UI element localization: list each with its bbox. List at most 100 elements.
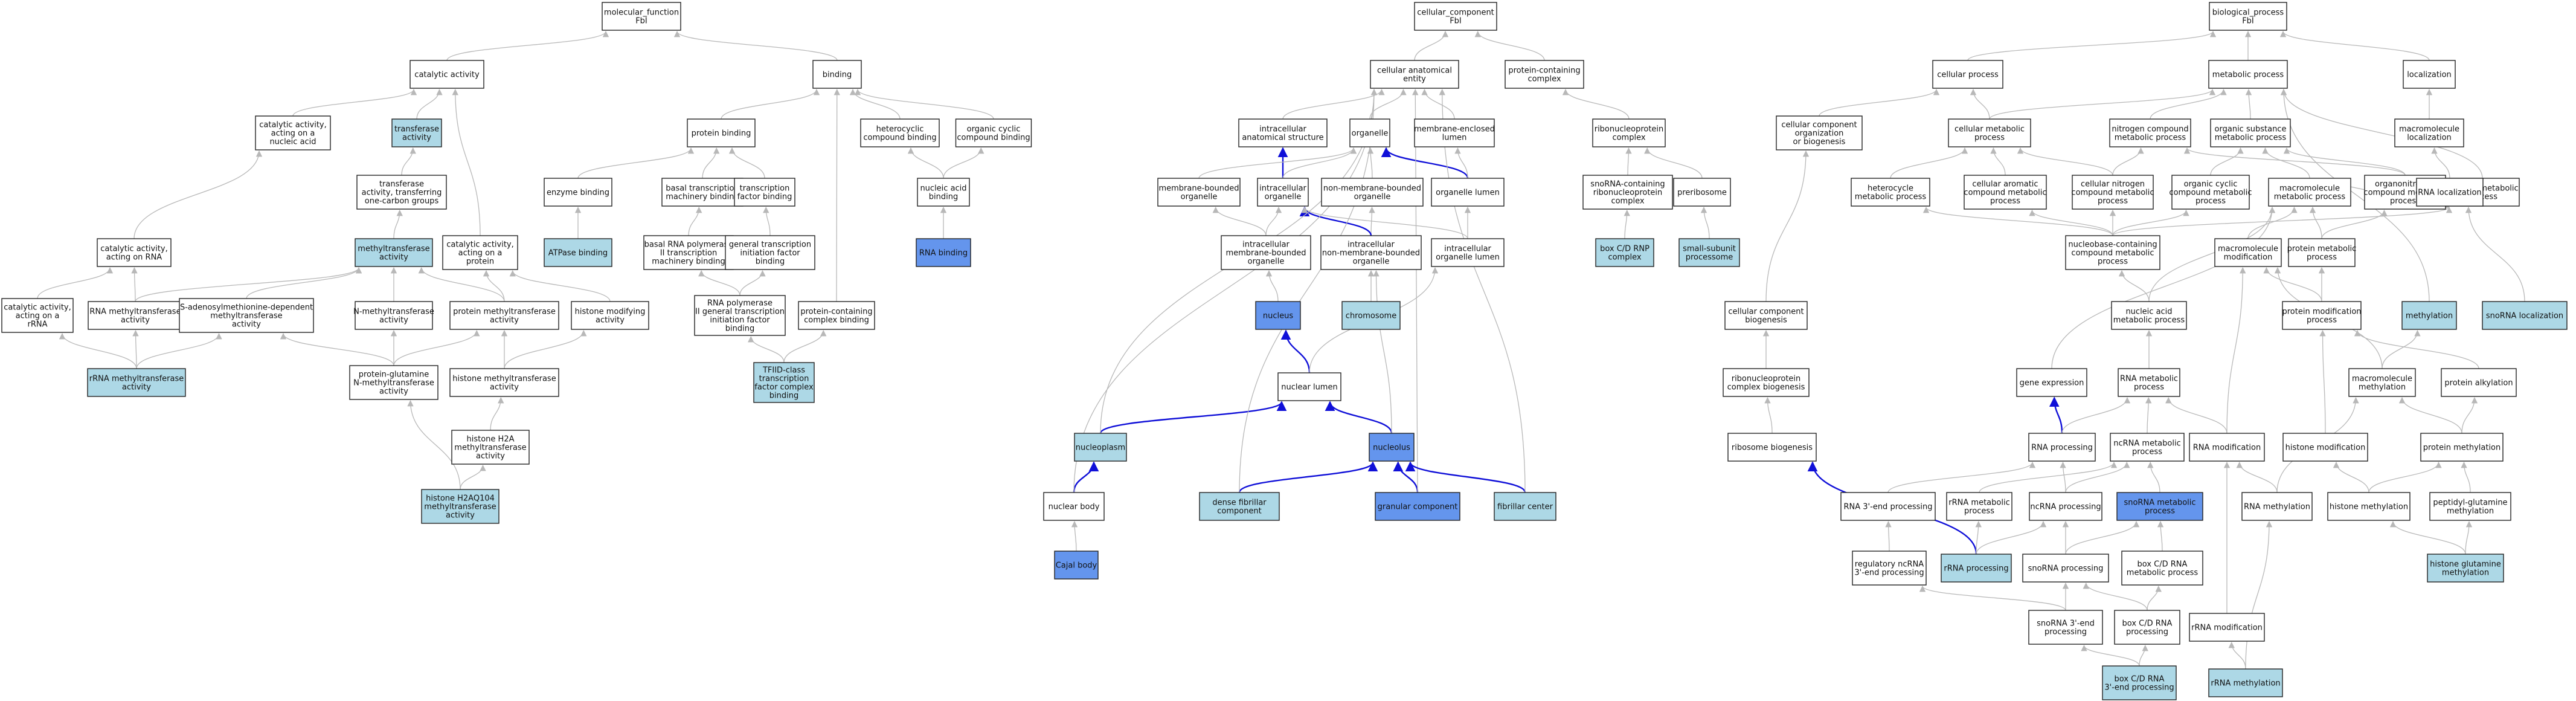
node-nucleolus[interactable]: nucleolus (1369, 433, 1415, 462)
node-protalk[interactable]: protein alkylation (2441, 368, 2517, 397)
node-enzbind[interactable]: enzyme binding (544, 178, 612, 207)
node-rna3[interactable]: RNA 3'-end processing (1840, 492, 1936, 521)
node-cat_rna[interactable]: catalytic activity,acting on RNA (97, 238, 172, 267)
node-chromosome[interactable]: chromosome (1341, 301, 1401, 330)
node-nbody[interactable]: nuclear body (1043, 492, 1105, 521)
node-rnaloc[interactable]: RNA localization (2416, 178, 2484, 207)
node-nucleus[interactable]: nucleus (1255, 301, 1301, 330)
node-nlumen[interactable]: nuclear lumen (1277, 372, 1341, 401)
node-fc[interactable]: fibrillar center (1494, 492, 1556, 521)
node-rrnaproc[interactable]: rRNA processing (1941, 554, 2012, 583)
node-samdep[interactable]: S-adenosylmethionine-dependentmethyltran… (179, 298, 314, 333)
node-atpbind[interactable]: ATPase binding (544, 238, 612, 267)
node-geneexp[interactable]: gene expression (2016, 368, 2087, 397)
node-gc[interactable]: granular component (1375, 492, 1460, 521)
node-hismeth[interactable]: histone methylation (2327, 492, 2411, 521)
node-nucleoplasm[interactable]: nucleoplasm (1074, 433, 1127, 462)
node-rnamod[interactable]: RNA modification (2189, 433, 2265, 462)
node-rnabind[interactable]: RNA binding (916, 238, 971, 267)
node-rnameth[interactable]: RNA methylation (2241, 492, 2313, 521)
node-rrnamod[interactable]: rRNA modification (2189, 613, 2265, 642)
node-binding[interactable]: binding (812, 60, 862, 89)
node-organelle[interactable]: organelle (1349, 118, 1390, 147)
node-protbind[interactable]: protein binding (687, 118, 756, 147)
node-metproc[interactable]: metabolic process (2208, 60, 2288, 89)
node-ol[interactable]: organelle lumen (1431, 178, 1505, 207)
node-inmbo[interactable]: intracellularnon-membrane-boundedorganel… (1320, 235, 1422, 270)
node-protmeth[interactable]: protein methylation (2420, 433, 2504, 462)
node-snoloc[interactable]: snoRNA localization (2482, 301, 2568, 330)
node-prerib[interactable]: preribosome (1673, 178, 1731, 207)
node-hismodp[interactable]: histone modification (2282, 433, 2368, 462)
node-ribobio[interactable]: ribosome biogenesis (1727, 433, 1817, 462)
node-rnaproc[interactable]: RNA processing (2028, 433, 2096, 462)
node-rrnameth[interactable]: rRNA methylation (2208, 668, 2283, 697)
node-localization[interactable]: localization (2403, 60, 2456, 89)
node-cellproc[interactable]: cellular process (1932, 60, 2003, 89)
node-catact[interactable]: catalytic activity (410, 60, 484, 89)
